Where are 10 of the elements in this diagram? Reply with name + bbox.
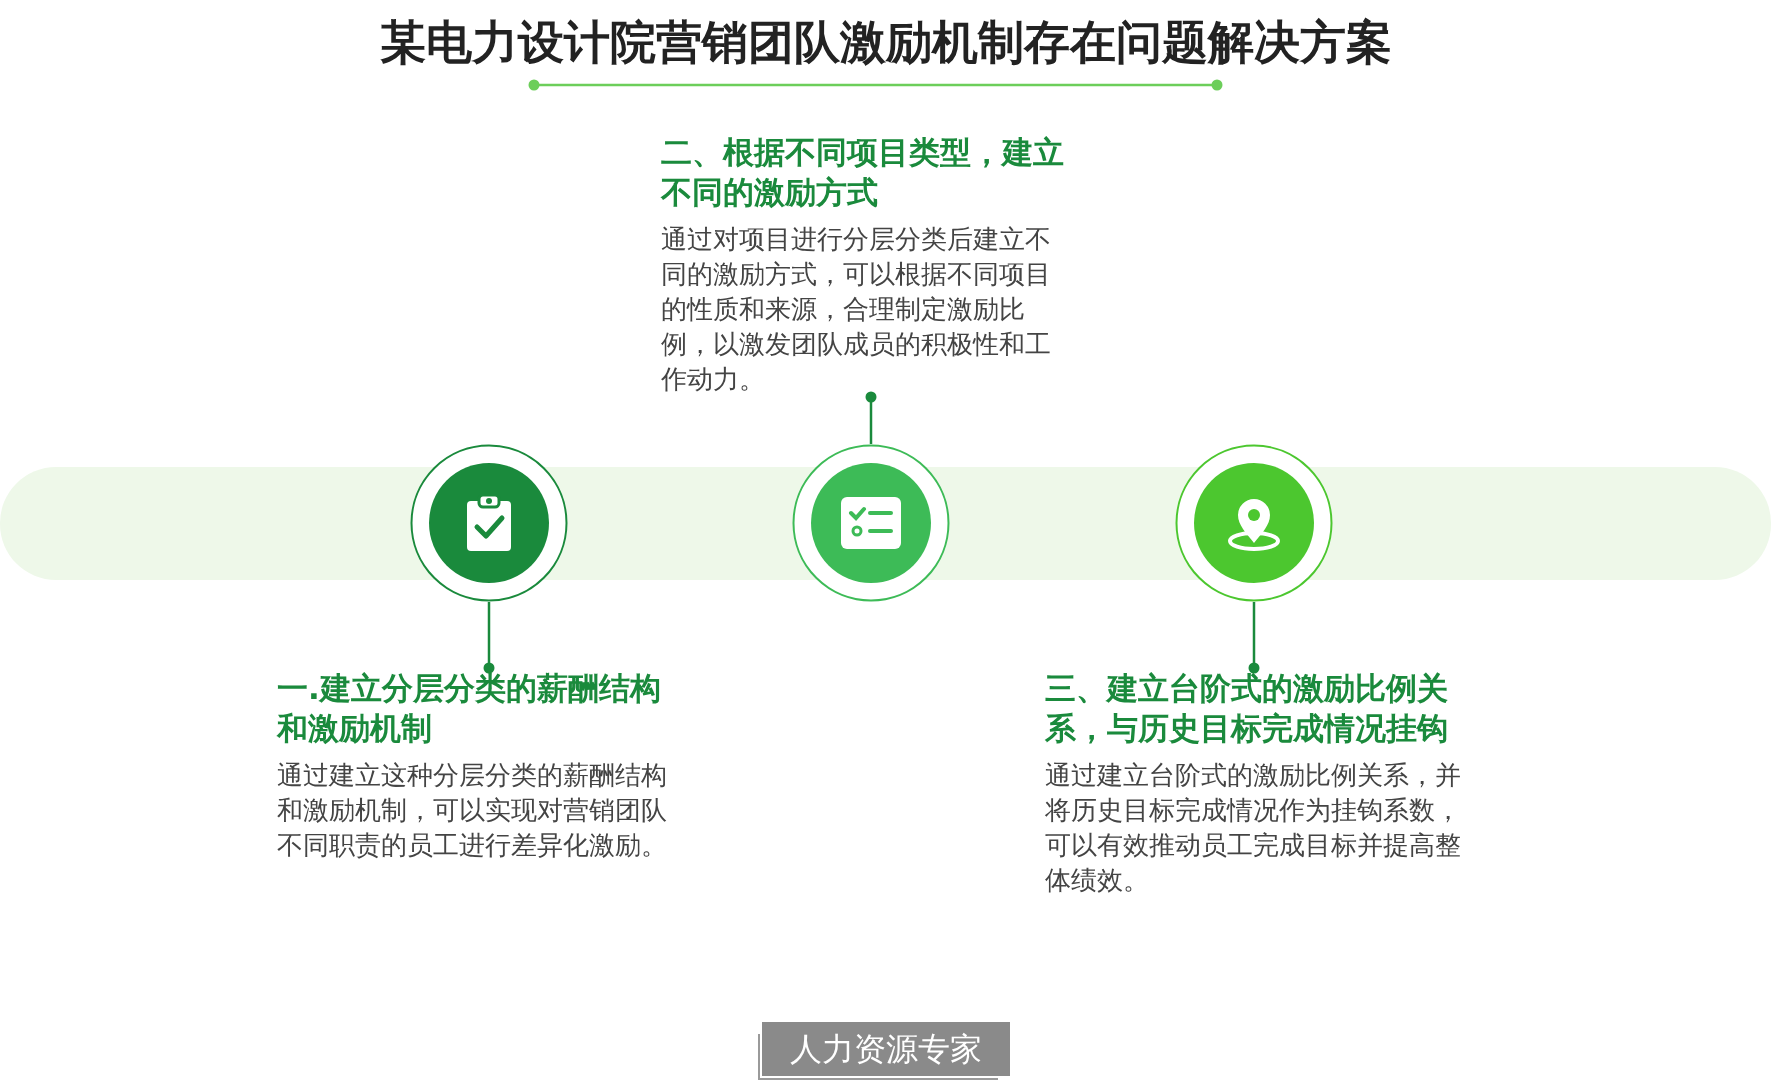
leader-line	[483, 602, 495, 674]
leader-line	[865, 391, 877, 444]
heading: 三、建立台阶式的激励比例关系，与历史目标完成情况挂钩	[1045, 669, 1449, 748]
title: 某电力设计院营销团队激励机制存在问题解决方案	[378, 14, 1393, 71]
body-text: 通过建立这种分层分类的薪酬结构和激励机制，可以实现对营销团队不同职责的员工进行差异化激励。	[277, 759, 668, 862]
heading: 二、根据不同项目类型，建立不同的激励方式	[661, 133, 1065, 212]
body-text: 通过对项目进行分层分类后建立不同的激励方式，可以根据不同项目的性质和来源，合理制定激励比例，以激发团队成员的积极性和工作动力。	[661, 223, 1052, 396]
heading: 一.建立分层分类的薪酬结构和激励机制	[277, 669, 662, 748]
body-text: 通过建立台阶式的激励比例关系，并将历史目标完成情况作为挂钩系数，可以有效推动员工完成目标并提高整体绩效。	[1045, 759, 1462, 897]
leader-line	[1248, 602, 1260, 674]
